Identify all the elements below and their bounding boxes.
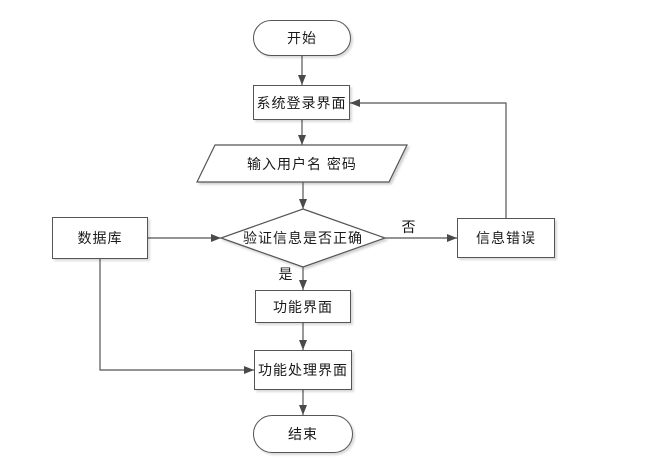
flowchart-node-start: 开始 <box>253 20 351 56</box>
edge-label-yes: 是 <box>278 266 294 282</box>
flowchart-node-database: 数据库 <box>52 217 148 259</box>
flowchart-node-verify-decision: 验证信息是否正确 <box>243 230 363 246</box>
flowchart-node-login-screen: 系统登录界面 <box>253 85 350 120</box>
edge-database-to-process <box>99 259 254 374</box>
edge-label-no: 否 <box>401 219 417 235</box>
edge-error-to-login <box>350 99 507 218</box>
flowchart-node-end: 结束 <box>253 415 353 453</box>
input-parallelogram-shape <box>196 144 408 183</box>
flowchart-node-function-process-screen: 功能处理界面 <box>254 350 352 390</box>
flowchart-node-function-screen: 功能界面 <box>255 290 351 323</box>
flowchart-node-input-credentials: 输入用户名 密码 <box>247 155 357 172</box>
flowchart-node-info-error: 信息错误 <box>457 218 555 258</box>
